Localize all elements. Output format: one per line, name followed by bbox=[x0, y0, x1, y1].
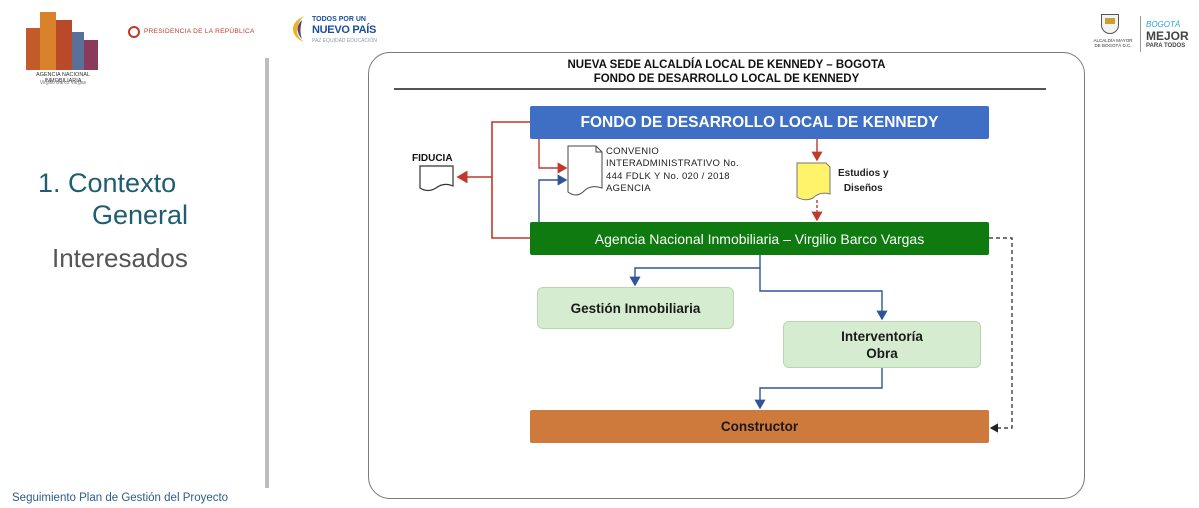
seal-icon bbox=[128, 26, 140, 38]
connector-agencia-convenio bbox=[538, 174, 568, 222]
presidencia-logo: PRESIDENCIA DE LA REPÚBLICA bbox=[128, 22, 268, 42]
connector-agencia-constructor bbox=[989, 237, 1013, 433]
swoosh-icon bbox=[292, 16, 304, 42]
estudios-text: Estudios y Diseños bbox=[838, 166, 889, 196]
footer-text: Seguimiento Plan de Gestión del Proyecto bbox=[12, 492, 229, 504]
logo-divider bbox=[1140, 16, 1141, 52]
title-rule bbox=[394, 88, 1046, 90]
estudios-line2: Diseños bbox=[843, 183, 883, 194]
todos-line3: PAZ EQUIDAD EDUCACIÓN bbox=[312, 38, 377, 44]
todos-line1: TODOS POR UN bbox=[312, 16, 366, 23]
diagram-panel bbox=[368, 52, 1085, 499]
section-title-line2: General bbox=[92, 200, 189, 230]
connector-fondo-convenio bbox=[538, 139, 568, 174]
section-subtitle: Interesados bbox=[52, 243, 188, 273]
estudios-document-icon bbox=[796, 162, 831, 201]
interventoria-obra-box: Interventoría Obra bbox=[783, 321, 981, 368]
fiducia-document-icon bbox=[419, 165, 454, 192]
section-title-line1: 1. Contexto bbox=[38, 168, 177, 198]
todos-por-un-nuevo-pais-logo: TODOS POR UN NUEVO PAÍS PAZ EQUIDAD EDUC… bbox=[290, 12, 400, 46]
connector-agencia-fiducia bbox=[491, 177, 530, 239]
convenio-line: 444 FDLK Y No. 020 / 2018 bbox=[606, 170, 730, 182]
estudios-line1: Estudios y bbox=[838, 168, 889, 179]
diagram-title: NUEVA SEDE ALCALDÍA LOCAL DE KENNEDY – B… bbox=[368, 58, 1085, 86]
interventoria-line2: Obra bbox=[866, 345, 898, 361]
convenio-line: INTERADMINISTRATIVO No. bbox=[606, 158, 739, 170]
constructor-box: Constructor bbox=[530, 410, 989, 443]
fondo-desarrollo-box: FONDO DE DESARROLLO LOCAL DE KENNEDY bbox=[530, 106, 989, 139]
todos-line2: NUEVO PAÍS bbox=[312, 24, 377, 36]
shield-icon bbox=[1101, 14, 1119, 34]
para-todos-word: PARA TODOS bbox=[1146, 43, 1186, 49]
connector-interventoria-constructor bbox=[754, 368, 883, 410]
vertical-divider bbox=[265, 58, 269, 488]
connector-agencia-interventoria bbox=[759, 268, 888, 321]
gestion-inmobiliaria-box: Gestión Inmobiliaria bbox=[537, 287, 734, 329]
alcaldia-bogota-logo: ALCALDÍA MAYOR DE BOGOTÁ D.C. bbox=[1093, 14, 1133, 54]
bogota-word: BOGOTÁ bbox=[1146, 20, 1181, 29]
convenio-line: AGENCIA bbox=[606, 182, 651, 194]
building-icon bbox=[26, 10, 100, 70]
diagram-title-line2: FONDO DE DESARROLLO LOCAL DE KENNEDY bbox=[593, 73, 860, 85]
connector-agencia-gestion bbox=[629, 255, 761, 287]
fiducia-label: FIDUCIA bbox=[412, 153, 453, 164]
alcaldia-caption: ALCALDÍA MAYOR DE BOGOTÁ D.C. bbox=[1093, 38, 1133, 48]
document-fold bbox=[595, 146, 602, 153]
agencia-box: Agencia Nacional Inmobiliaria – Virgilio… bbox=[530, 222, 989, 255]
bogota-mejor-logo: BOGOTÁ MEJOR PARA TODOS bbox=[1140, 14, 1196, 54]
ani-logo: AGENCIA NACIONAL INMOBILIARIA Virgilio B… bbox=[18, 10, 108, 95]
connector-fondo-fiducia bbox=[456, 121, 530, 184]
mejor-word: MEJOR bbox=[1146, 29, 1189, 43]
convenio-document-icon bbox=[567, 145, 603, 196]
ani-logo-name: AGENCIA NACIONAL INMOBILIARIA bbox=[35, 72, 91, 84]
convenio-line: CONVENIO bbox=[606, 146, 660, 157]
diagram-title-line1: NUEVA SEDE ALCALDÍA LOCAL DE KENNEDY – B… bbox=[567, 59, 886, 71]
convenio-text: CONVENIO INTERADMINISTRATIVO No. 444 FDL… bbox=[606, 146, 739, 195]
presidencia-text: PRESIDENCIA DE LA REPÚBLICA bbox=[144, 28, 255, 35]
ani-logo-subtitle: Virgilio Barco Vargas bbox=[39, 80, 87, 86]
interventoria-line1: Interventoría bbox=[841, 328, 923, 344]
